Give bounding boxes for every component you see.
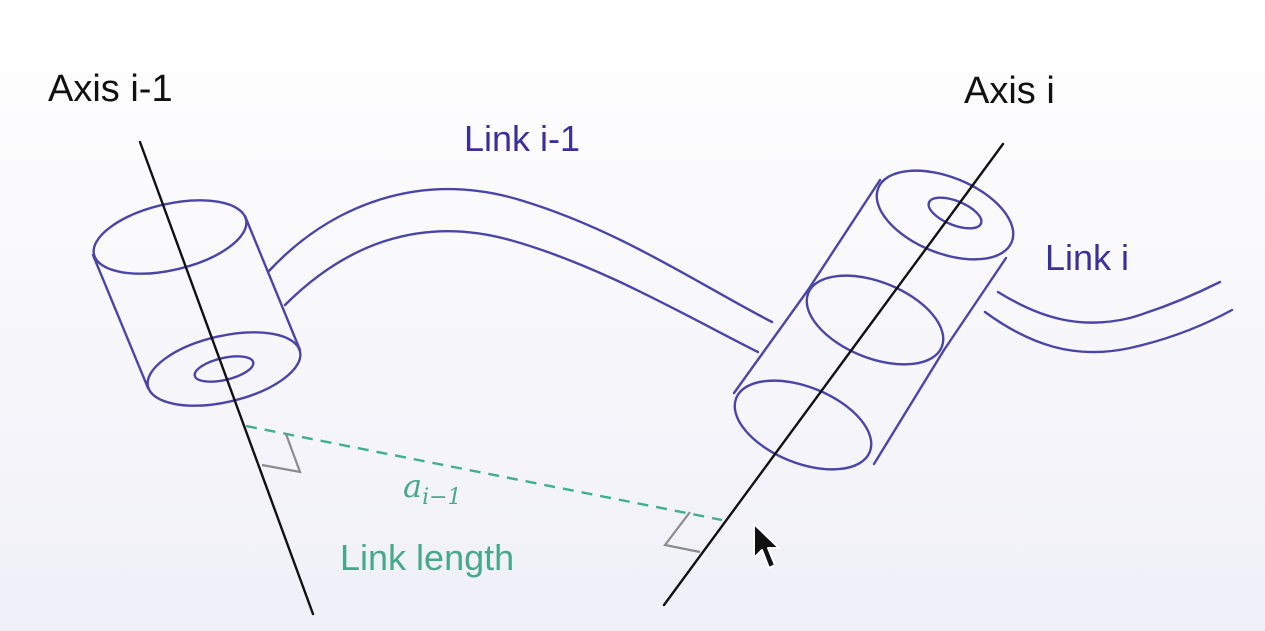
link-prev-label: Link i-1 (464, 118, 581, 159)
link-curr-arm-upper (996, 280, 1222, 324)
joint-cylinder-curr (732, 169, 1015, 471)
right-angle-mark-prev (261, 433, 302, 474)
mouse-cursor-icon (753, 523, 780, 569)
link-prev-arm-lower (283, 229, 760, 354)
symbol-base: a (403, 467, 423, 505)
joint-cylinder-prev (91, 199, 302, 407)
axis-prev-line (138, 140, 315, 616)
axis-prev-label: Axis i-1 (48, 68, 173, 110)
axis-curr-line (662, 142, 1005, 607)
link-curr-label: Link i (1045, 237, 1130, 278)
link-curr-arm-lower (983, 308, 1234, 354)
link-length-symbol: ai−1 (403, 470, 462, 509)
axis-curr-label: Axis i (964, 70, 1055, 112)
right-angle-mark-curr (663, 511, 701, 554)
symbol-subscript: i−1 (422, 485, 462, 510)
link-prev-arm-upper (266, 188, 774, 324)
link-length-label: Link length (340, 537, 515, 578)
common-normal-line (245, 424, 723, 522)
